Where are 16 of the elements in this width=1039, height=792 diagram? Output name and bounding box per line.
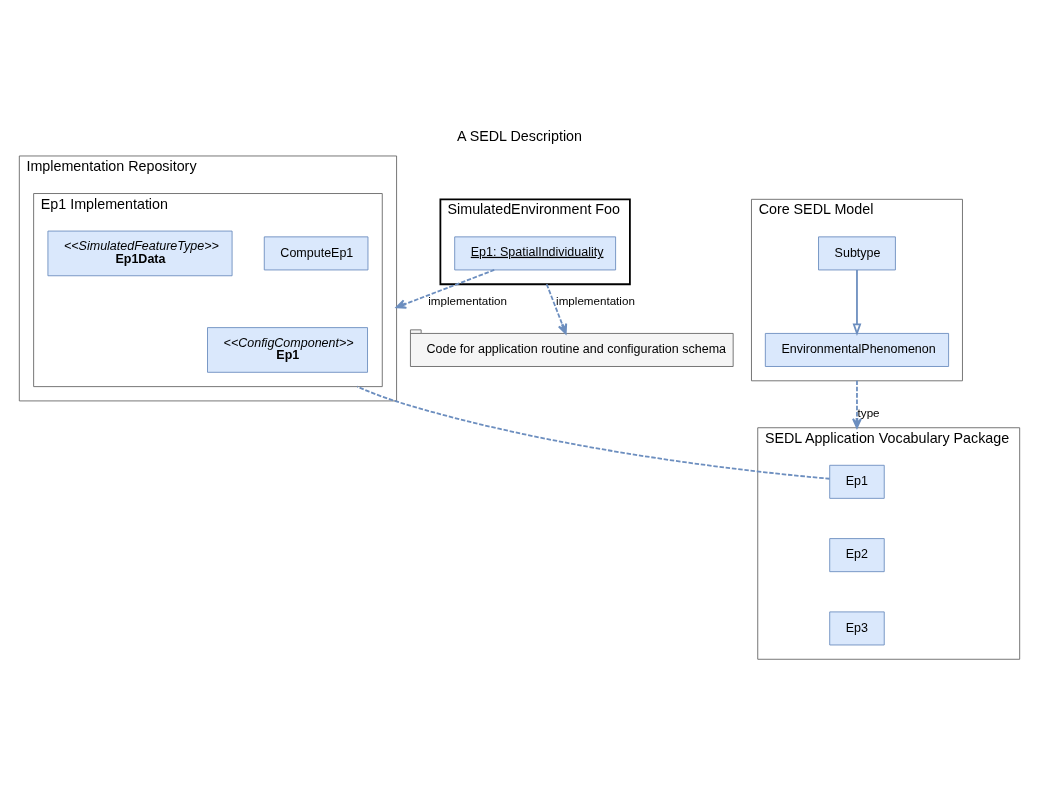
arrow bbox=[545, 283, 568, 335]
diagram-title: A SEDL Description bbox=[456, 127, 583, 144]
edge-label: implementation bbox=[428, 293, 508, 307]
edge-label: type bbox=[857, 406, 880, 420]
node-box: ComputeEp1 bbox=[263, 236, 369, 271]
node-box: Ep2 bbox=[829, 538, 885, 573]
node-box: Ep1 bbox=[829, 464, 885, 499]
node-box: Ep1: SpatialIndividuality bbox=[454, 236, 617, 271]
arrow bbox=[852, 379, 862, 429]
node-box: Subtype bbox=[818, 236, 896, 271]
node-box: EnvironmentalPhenomenon bbox=[764, 332, 950, 367]
node-box: Ep3 bbox=[829, 611, 885, 646]
edge-label: implementation bbox=[556, 293, 635, 307]
node-box: <<SimulatedFeatureType>> Ep1Data bbox=[47, 230, 233, 277]
arrow bbox=[852, 269, 862, 337]
node-box: <<ConfigComponent>> Ep1 bbox=[207, 327, 368, 373]
